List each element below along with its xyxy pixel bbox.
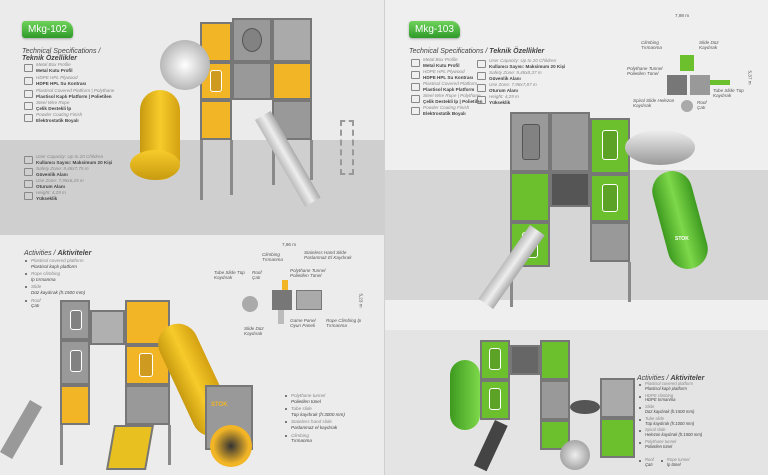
diagram-label-rope-climbing: Rope Climbing İp Tırmanma <box>326 318 362 329</box>
activities-title: Activities / Aktiviteler <box>24 250 92 257</box>
profile-icon <box>411 58 420 67</box>
model-badge: Mkg-102 <box>22 21 73 38</box>
panel-block <box>296 290 322 310</box>
height-icon <box>24 191 33 200</box>
use-zone-icon <box>24 179 33 188</box>
paint-icon <box>411 106 420 115</box>
rope-icon <box>24 101 33 110</box>
activities-title: Activities / Aktiviteler <box>637 375 705 382</box>
catalog-page-mkg-103: Mkg-103 Technical Specifications / Tekni… <box>384 0 768 475</box>
climbing-shape <box>282 280 288 290</box>
diagram-label-tunnel: Polythane Tunnel Polietilen Tünel <box>290 268 326 279</box>
height-icon <box>477 95 486 104</box>
safety-zone-icon <box>24 167 33 176</box>
width-dimension: 7,86 m <box>282 242 297 247</box>
diagram-label-hand-slide: Stainless Hand Slide Paslanmaz El Kaydır… <box>304 250 352 261</box>
diagram-label-slide: Slide Düz Kaydırak <box>244 326 264 337</box>
gray-band <box>0 140 384 235</box>
users-icon <box>477 59 486 68</box>
spec-title: Technical Specifications /Teknik Özellik… <box>22 48 101 62</box>
use-zone-icon <box>477 83 486 92</box>
model-badge: Mkg-103 <box>409 21 460 38</box>
slide-shape <box>278 310 284 324</box>
diagram-label-climbing: Climbing Tırmanma <box>262 252 283 263</box>
users-icon <box>24 155 33 164</box>
panel-icon <box>24 76 33 85</box>
diagram-label-tube-slide: Tube Slide Tüp Kaydırak <box>214 270 245 281</box>
platform-icon <box>411 82 420 91</box>
panel-icon <box>411 70 420 79</box>
brand-logo: STOK <box>675 236 689 242</box>
tube-slide-shape <box>242 296 258 312</box>
depth-dimension: 5,23 m <box>358 293 364 308</box>
diagram-label-roof: Roof Çatı <box>252 270 262 281</box>
safety-zone-icon <box>477 71 486 80</box>
platform-block <box>272 290 292 310</box>
spec-title: Technical Specifications / Teknik Özelli… <box>409 48 545 55</box>
brand-logo: STOK <box>211 402 228 408</box>
profile-icon <box>24 63 33 72</box>
diagram-label-game-panel: Game Panel Oyun Paneli <box>290 318 316 329</box>
rope-icon <box>411 94 420 103</box>
catalog-page-mkg-102: Mkg-102 Technical Specifications /Teknik… <box>0 18 384 470</box>
paint-icon <box>24 113 33 122</box>
platform-icon <box>24 89 33 98</box>
